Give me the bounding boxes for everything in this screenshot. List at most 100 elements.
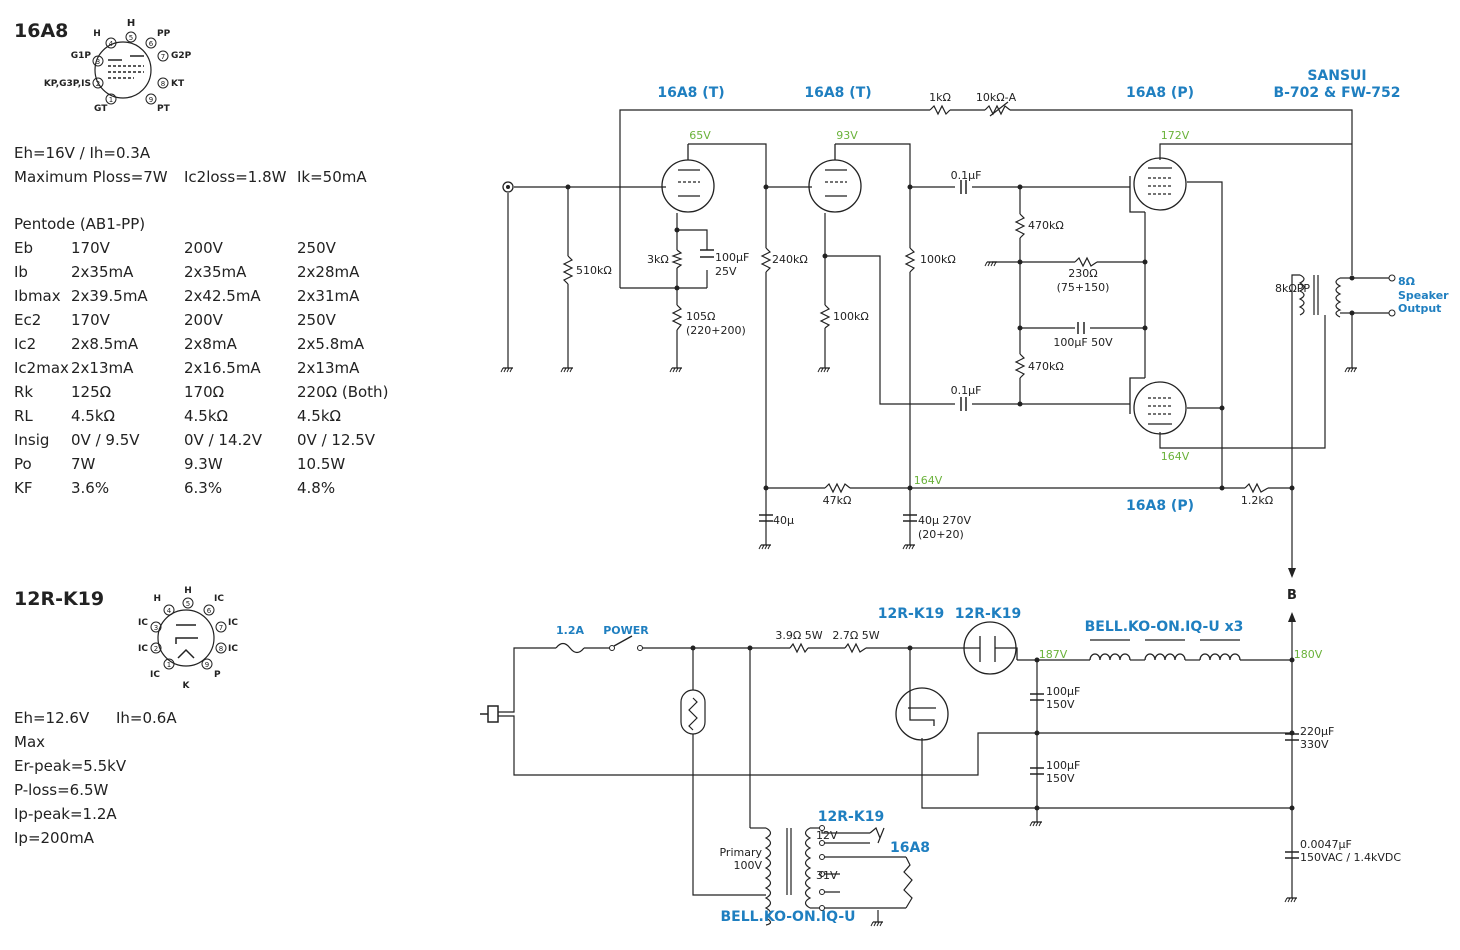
spec-value: 2x35mA bbox=[184, 263, 247, 281]
spec-row: Ic2 2x8.5mA 2x8mA 2x5.8mA bbox=[14, 332, 397, 356]
label-c3: 220μF bbox=[1300, 725, 1334, 738]
pin-g1p: G1P bbox=[71, 51, 92, 61]
label-c2: 100μF bbox=[1046, 759, 1080, 772]
label-r-12k: 1.2kΩ bbox=[1241, 494, 1273, 507]
spec-value: 2x13mA bbox=[71, 359, 134, 377]
output-transformer-icon bbox=[1298, 274, 1352, 318]
spec-value: 2x16.5mA bbox=[184, 359, 261, 377]
pin-gt: GT bbox=[94, 104, 108, 114]
amplifier-wiring bbox=[507, 109, 1392, 570]
input-jack-icon[interactable] bbox=[502, 181, 514, 193]
tube-12rk19-title: 12R-K19 bbox=[14, 588, 105, 610]
heater-12rk19-i: Ih=0.6A bbox=[116, 709, 177, 727]
label-sec-12v: 12V bbox=[816, 829, 838, 842]
label-power-transformer: BELL.KO-ON.IQ-U bbox=[720, 909, 855, 925]
psu-capacitor-icons bbox=[1030, 693, 1299, 859]
b-arrow-down-icon bbox=[1288, 568, 1296, 578]
label-c3-v: 330V bbox=[1300, 738, 1329, 751]
spec-value: 170Ω bbox=[184, 383, 225, 401]
spec-value: 7W bbox=[71, 455, 96, 473]
label-r-470k-a: 470kΩ bbox=[1028, 219, 1064, 232]
power-transformer-icon bbox=[750, 827, 913, 926]
label-r-vol: 10kΩ-A bbox=[976, 91, 1017, 104]
label-c1-v: 150V bbox=[1046, 698, 1075, 711]
pin-6: 6 bbox=[149, 40, 154, 48]
label-c2-v: 150V bbox=[1046, 772, 1075, 785]
label-r-230: 230Ω bbox=[1068, 267, 1097, 280]
pin-4: 4 bbox=[109, 40, 114, 48]
power-switch-icon[interactable] bbox=[613, 635, 633, 647]
label-r-3k: 3kΩ bbox=[647, 253, 669, 266]
label-r-27: 2.7Ω 5W bbox=[832, 629, 879, 642]
label-c4: 0.0047μF bbox=[1300, 838, 1352, 851]
label-c-40-detail: (20+20) bbox=[918, 528, 964, 541]
pin-1: 1 bbox=[109, 96, 113, 104]
label-c4-v: 150VAC / 1.4kVDC bbox=[1300, 851, 1401, 864]
voltage-180: 180V bbox=[1294, 648, 1323, 661]
output-terminal-icon[interactable] bbox=[1388, 274, 1396, 282]
label-heater-16a8: 16A8 bbox=[890, 840, 930, 856]
spec-value: 2x8mA bbox=[184, 335, 237, 353]
label-c-100u: 100μF bbox=[715, 251, 749, 264]
spec-value: 2x28mA bbox=[297, 263, 360, 281]
spec-value: 2x13mA bbox=[297, 359, 360, 377]
spec-param: Ic2 bbox=[14, 335, 37, 353]
power-switch-contact-icon[interactable] bbox=[637, 645, 643, 651]
spec-value: 2x8.5mA bbox=[71, 335, 139, 353]
pin-8b: 8 bbox=[219, 645, 223, 653]
base-diagram-16a8: 5 4 6 3 7 2 8 1 9 H PP H G1P G2P KP,G3P,… bbox=[44, 18, 192, 114]
pin-ic-tr: IC bbox=[214, 594, 224, 604]
label-heater-12rk19: 12R-K19 bbox=[818, 809, 884, 825]
label-sansui: SANSUI bbox=[1307, 68, 1366, 84]
label-r-240k: 240kΩ bbox=[772, 253, 808, 266]
spec-param: Ib bbox=[14, 263, 28, 281]
spec-value: 2x31mA bbox=[297, 287, 360, 305]
pin-8: 8 bbox=[161, 80, 165, 88]
output-terminal-icon[interactable] bbox=[1388, 309, 1396, 317]
spec-value: 220Ω (Both) bbox=[297, 383, 389, 401]
pin-h-left: H bbox=[93, 29, 101, 39]
label-r-105-detail: (220+200) bbox=[686, 324, 746, 337]
label-r-47k: 47kΩ bbox=[823, 494, 852, 507]
spec-param: Insig bbox=[14, 431, 50, 449]
spec-value: 125Ω bbox=[71, 383, 112, 401]
pin-pp: PP bbox=[157, 29, 171, 39]
psu-wiring bbox=[498, 622, 1293, 922]
spec-param: RL bbox=[14, 407, 33, 425]
label-power: POWER bbox=[603, 624, 649, 637]
transformer-tap-dots bbox=[819, 825, 825, 911]
heater-16a8: Eh=16V / Ih=0.3A bbox=[14, 144, 151, 162]
spec-value: 0V / 12.5V bbox=[297, 431, 376, 449]
label-sansui-models: B-702 & FW-752 bbox=[1273, 85, 1400, 101]
label-primary: Primary bbox=[719, 846, 762, 859]
spec-value: 4.5kΩ bbox=[184, 407, 229, 425]
spec-value: 250V bbox=[297, 311, 336, 329]
spec-value: 250V bbox=[297, 239, 336, 257]
pin-6b: 6 bbox=[207, 607, 212, 615]
tube-16a8-title: 16A8 bbox=[14, 20, 69, 42]
b-arrow-up-icon bbox=[1288, 612, 1296, 622]
spec-value: 9.3W bbox=[184, 455, 223, 473]
pin-2: 2 bbox=[96, 80, 100, 88]
spec-value: 2x5.8mA bbox=[297, 335, 365, 353]
fuse-icon[interactable] bbox=[555, 642, 585, 654]
pin-ic-l1: IC bbox=[138, 618, 148, 628]
spec-value: 6.3% bbox=[184, 479, 223, 497]
pin-p: P bbox=[214, 670, 221, 680]
choke-icons bbox=[1089, 639, 1241, 661]
input-jack-center-icon bbox=[506, 185, 510, 189]
pin-1b: 1 bbox=[167, 661, 171, 669]
label-c-100u-50v: 100μF 50V bbox=[1053, 336, 1113, 349]
ik-spec: Ik=50mA bbox=[297, 168, 367, 186]
label-fuse: 1.2A bbox=[556, 624, 584, 637]
label-r-510k: 510kΩ bbox=[576, 264, 612, 277]
spec-value: 4.5kΩ bbox=[297, 407, 342, 425]
label-c-40-270v: 40μ 270V bbox=[918, 514, 971, 527]
resistor-icons bbox=[562, 101, 1269, 494]
power-switch-contact-icon[interactable] bbox=[609, 645, 615, 651]
